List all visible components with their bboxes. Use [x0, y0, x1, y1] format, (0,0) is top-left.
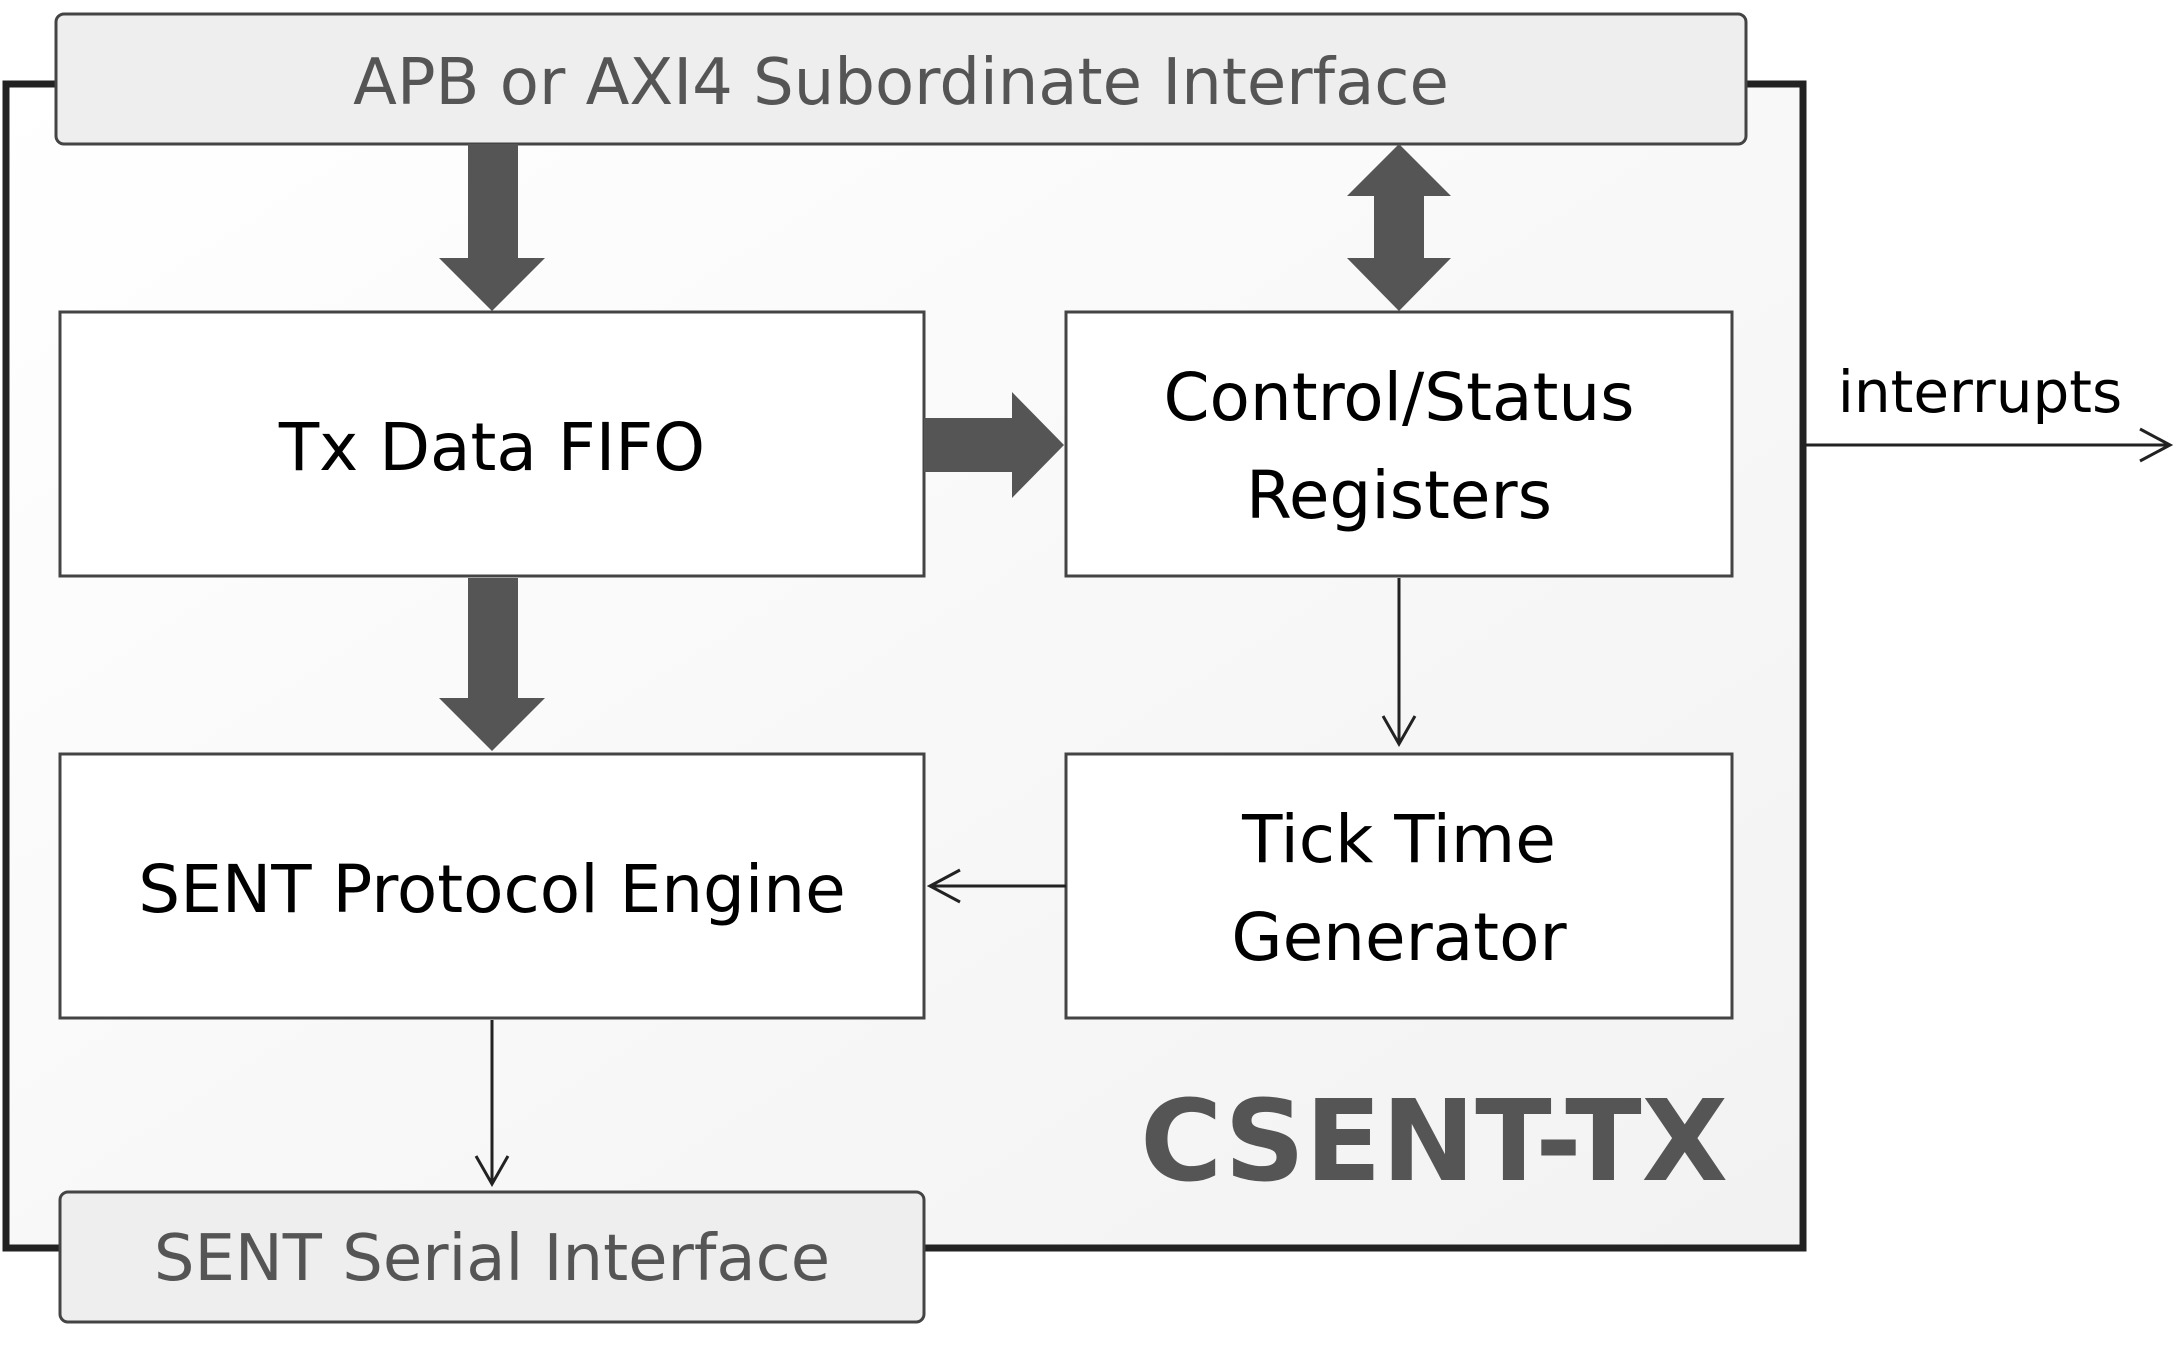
thin-arrow-tick-to-engine: [926, 868, 1066, 904]
csent-tx-title: CSENT-TX: [1140, 1077, 1728, 1207]
thin-arrow-engine-to-sent: [474, 1020, 510, 1188]
sent-protocol-engine-label: SENT Protocol Engine: [138, 851, 845, 928]
apb-axi4-interface-label: APB or AXI4 Subordinate Interface: [353, 46, 1449, 120]
control-status-line1: Control/Status: [1163, 359, 1634, 436]
fat-arrow-apb-to-registers: [1347, 144, 1451, 311]
tick-time-generator-block: Tick Time Generator: [1064, 752, 1734, 1020]
fat-arrow-fifo-to-registers: [924, 392, 1064, 498]
sent-serial-interface-label: SENT Serial Interface: [154, 1222, 830, 1296]
control-status-registers-block: Control/Status Registers: [1064, 310, 1734, 578]
interrupts-label: interrupts: [1838, 358, 2123, 426]
csent-tx-container: [2, 80, 1807, 1252]
thin-arrow-registers-to-tick: [1381, 578, 1417, 748]
tx-data-fifo-label: Tx Data FIFO: [278, 409, 705, 486]
tick-time-line1: Tick Time: [1241, 801, 1556, 878]
control-status-line2: Registers: [1246, 457, 1552, 534]
sent-protocol-engine-block: SENT Protocol Engine: [58, 752, 926, 1020]
fat-arrow-fifo-to-engine: [439, 578, 545, 751]
tick-time-line2: Generator: [1231, 899, 1567, 976]
interrupts-output: interrupts: [1806, 358, 2174, 463]
tx-data-fifo-block: Tx Data FIFO: [58, 310, 926, 578]
apb-axi4-interface: APB or AXI4 Subordinate Interface: [54, 12, 1748, 146]
fat-arrow-apb-to-fifo: [439, 144, 545, 311]
sent-serial-interface: SENT Serial Interface: [58, 1190, 926, 1324]
